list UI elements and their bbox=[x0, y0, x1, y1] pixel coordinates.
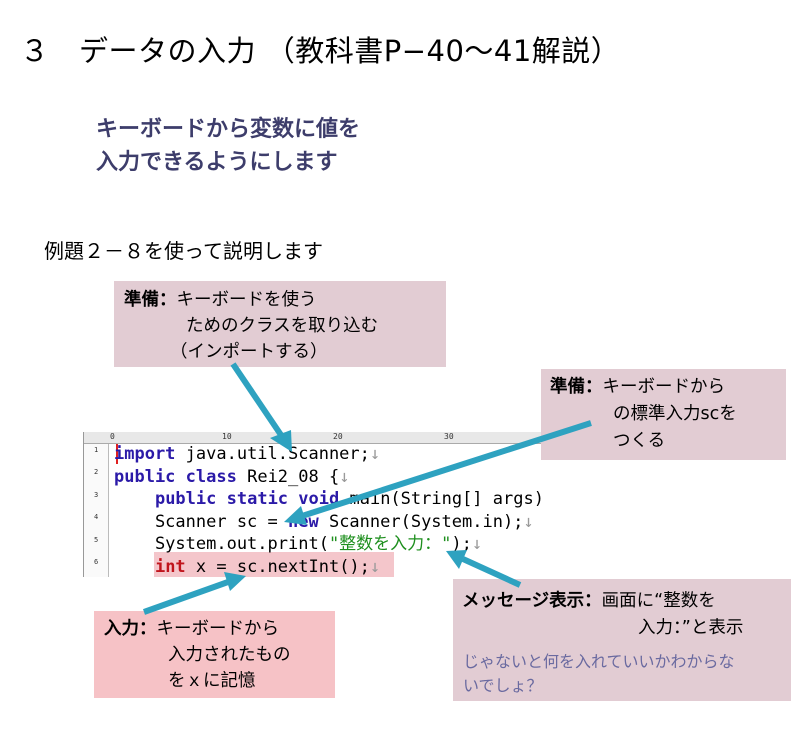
callout-text: 入力：”と表示 bbox=[638, 618, 744, 638]
callout-head: メッセージ表示： bbox=[462, 591, 602, 611]
subtitle: キーボードから変数に値を 入力できるようにします bbox=[96, 113, 360, 179]
callout-note: いでしょ？ bbox=[463, 676, 543, 695]
code-line-1: import java.util.Scanner;↓ bbox=[114, 444, 381, 464]
arrow-scanner-head bbox=[284, 506, 307, 525]
column-ruler: 0 10 20 30 bbox=[84, 432, 544, 444]
intro-text: 例題２－８を使って説明します bbox=[44, 239, 323, 263]
callout-scanner: 準備：キーボードから の標準入力scを つくる bbox=[541, 369, 786, 460]
callout-text: をｘに記憶 bbox=[168, 671, 256, 691]
arrow-import-head bbox=[270, 430, 292, 452]
line-number-gutter: 1 2 3 4 5 6 bbox=[84, 444, 109, 577]
arrow-message bbox=[461, 556, 522, 588]
code-line-5: System.out.print("整数を入力：");↓ bbox=[114, 534, 483, 554]
callout-head: 準備： bbox=[124, 290, 177, 310]
code-line-4: Scanner sc = new Scanner(System.in);↓ bbox=[114, 511, 534, 532]
callout-head: 準備： bbox=[550, 377, 603, 397]
callout-head: 入力： bbox=[104, 619, 157, 639]
line-number: 1 bbox=[94, 446, 99, 454]
ruler-mark: 0 bbox=[110, 432, 115, 441]
text-cursor bbox=[116, 444, 118, 464]
arrow-message-head bbox=[446, 550, 467, 569]
highlighted-line bbox=[154, 552, 394, 577]
line-number: 6 bbox=[94, 558, 99, 566]
arrow-input-head bbox=[224, 572, 246, 591]
callout-text: ためのクラスを取り込む bbox=[186, 316, 379, 336]
arrow-scanner bbox=[301, 420, 592, 519]
callout-message: メッセージ表示：画面に“整数を 入力：”と表示 じゃないと何を入れていいかわから… bbox=[453, 579, 791, 701]
callout-text: の標準入力scを bbox=[613, 404, 737, 424]
ruler-mark: 30 bbox=[444, 432, 454, 441]
callout-text: つくる bbox=[613, 431, 666, 451]
code-line-3: public static void main(String[] args) {… bbox=[154, 489, 544, 509]
callout-text: キーボードから bbox=[602, 377, 726, 397]
callout-text: 画面に“整数を bbox=[601, 591, 716, 611]
code-text[interactable]: import java.util.Scanner;↓public class R… bbox=[114, 443, 544, 577]
line-number: 4 bbox=[94, 513, 99, 521]
page-title: ３ データの入力 （教科書P−40〜41解説） bbox=[20, 34, 621, 68]
callout-text: キーボードを使う bbox=[176, 290, 317, 310]
line-number: 3 bbox=[94, 491, 99, 499]
code-editor[interactable]: 0 10 20 30 1 2 3 4 5 6 import java.util.… bbox=[83, 432, 544, 577]
code-line-6: int x = sc.nextInt();↓ bbox=[154, 556, 381, 577]
callout-input: 入力：キーボードから 入力されたもの をｘに記憶 bbox=[94, 611, 335, 698]
callout-text: 入力されたもの bbox=[168, 645, 291, 665]
line-number: 2 bbox=[94, 468, 99, 476]
arrow-import bbox=[230, 362, 284, 437]
ruler-mark: 20 bbox=[333, 432, 343, 441]
ruler-mark: 10 bbox=[222, 432, 232, 441]
callout-text: （インポートする） bbox=[170, 342, 328, 362]
callout-import: 準備：キーボードを使う ためのクラスを取り込む （インポートする） bbox=[114, 281, 446, 367]
subtitle-line-2: 入力できるようにします bbox=[96, 150, 338, 175]
arrow-input bbox=[142, 579, 230, 615]
code-line-2: public class Rei2_08 {↓ bbox=[114, 466, 350, 487]
callout-text: キーボードから bbox=[156, 619, 280, 639]
subtitle-line-1: キーボードから変数に値を bbox=[96, 117, 361, 142]
callout-note: じゃないと何を入れていいかわからな bbox=[463, 652, 735, 671]
line-number: 5 bbox=[94, 536, 99, 544]
